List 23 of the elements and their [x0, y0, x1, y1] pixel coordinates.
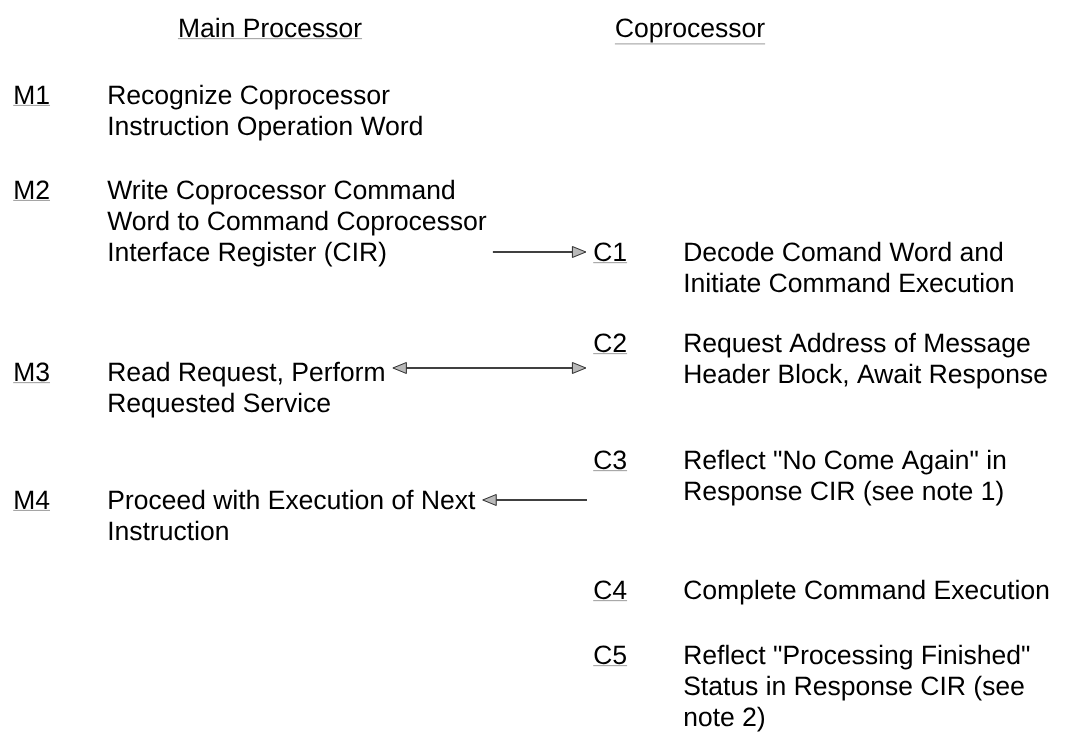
- step-number: M1: [13, 85, 51, 106]
- step-number: M4: [13, 490, 51, 511]
- step-number: M2: [13, 180, 51, 201]
- step-description: Decode Comand Word and Initiate Command Execution: [685, 241, 1013, 293]
- arrow: [492, 246, 587, 258]
- step-description: Complete Command Execution: [684, 579, 1049, 605]
- step-number: C3: [593, 450, 628, 471]
- step-description: Read Request, Perform Requested Service: [109, 361, 384, 418]
- step-number: C4: [593, 580, 628, 601]
- column-heading: Main Processor: [177, 17, 363, 39]
- step-number: C5: [593, 645, 628, 666]
- step-description: Write Coprocessor Command Word to Command Coprocessor Interface Register (CIR): [107, 179, 487, 267]
- step-description: Request Address of Message Header Block, Await Response: [685, 332, 1047, 389]
- arrow: [482, 494, 588, 506]
- step-description: Reflect "Processing Finished" Status in Response CIR (see note 2): [684, 644, 1030, 732]
- step-number: C1: [593, 242, 628, 263]
- column-heading: Coprocessor: [614, 18, 766, 45]
- step-description: Recognize Coprocessor Instruction Operation Word: [109, 84, 422, 141]
- step-description: Proceed with Execution of Next Instruction: [109, 489, 476, 541]
- step-number: M3: [13, 362, 51, 383]
- step-description: Reflect "No Come Again" in Response CIR (see note 1): [685, 449, 1006, 506]
- arrow: [392, 362, 587, 374]
- step-number: C2: [593, 333, 628, 354]
